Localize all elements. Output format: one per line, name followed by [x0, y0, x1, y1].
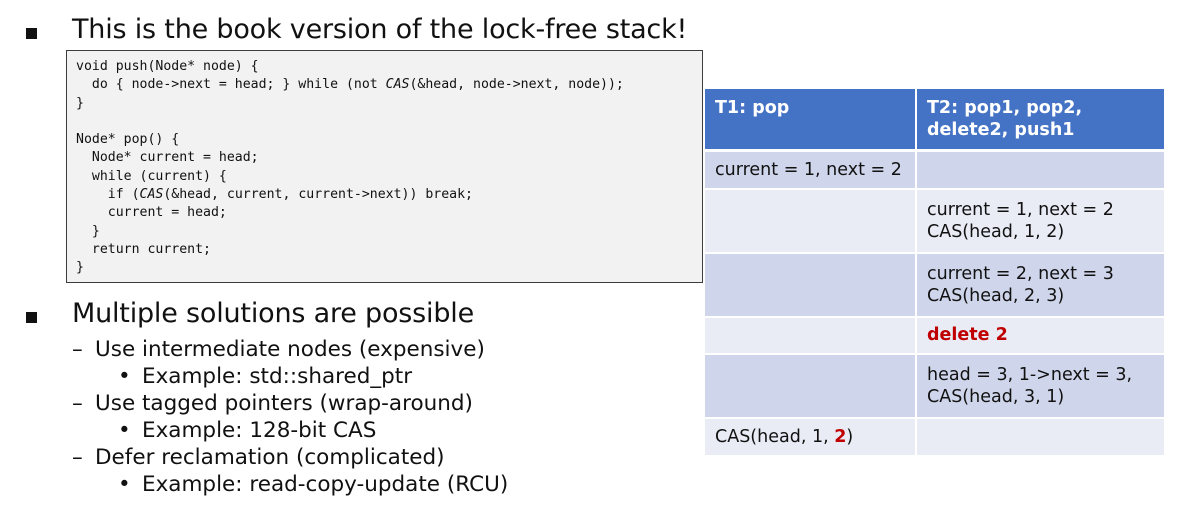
code-line-7: while (current) {	[76, 168, 227, 184]
table-row: head = 3, 1->next = 3,CAS(head, 3, 1)	[705, 353, 1166, 419]
code-line-2: do { node->next = head; } while (not CAS…	[76, 77, 624, 92]
slide-heading-book-version: This is the book version of the lock-fre…	[72, 14, 688, 45]
bullet-square-2	[26, 312, 37, 323]
cell-t1: current = 1, next = 2	[705, 150, 917, 190]
code-line-2-part-a: do { node->next = head; } while (not	[76, 77, 386, 93]
bullet-dot: •	[118, 418, 131, 443]
cas-prefix: CAS(head, 1,	[715, 426, 835, 447]
cell-line: current = 1, next = 2	[927, 199, 1114, 220]
code-line-5: Node* pop() {	[76, 132, 180, 148]
header-t2: T2: pop1, pop2, delete2, push1	[916, 89, 1166, 152]
solution-label: Use intermediate nodes (expensive)	[95, 337, 485, 362]
cell-line: head = 3, 1->next = 3,	[927, 364, 1133, 385]
slide-heading-solutions: Multiple solutions are possible	[72, 298, 474, 329]
code-cas-italic: CAS	[385, 77, 410, 93]
table-row: current = 1, next = 2	[705, 150, 1166, 190]
interleaving-table: T1: pop T2: pop1, pop2, delete2, push1 c…	[705, 89, 1166, 457]
bullet-square-1	[26, 28, 37, 39]
code-cas-italic: CAS	[139, 187, 164, 203]
cell-t2-delete: delete 2	[916, 316, 1166, 355]
table-header-row: T1: pop T2: pop1, pop2, delete2, push1	[705, 89, 1166, 152]
cell-t2	[916, 150, 1166, 190]
dash-marker: –	[72, 445, 83, 470]
cell-line: CAS(head, 1, 2)	[927, 221, 1065, 242]
code-line-2-part-c: (&head, node->next, node));	[409, 77, 624, 93]
code-block: void push(Node* node) { do { node->next …	[66, 50, 703, 283]
dash-marker: –	[72, 337, 83, 362]
cell-t1	[705, 252, 917, 318]
code-line-9: current = head;	[76, 205, 227, 221]
cell-t1: CAS(head, 1, 2)	[705, 417, 917, 457]
code-line-6: Node* current = head;	[76, 150, 259, 166]
solution-label: Defer reclamation (complicated)	[95, 445, 445, 470]
bullet-dot: •	[118, 364, 131, 389]
code-listing: void push(Node* node) { do { node->next …	[67, 51, 702, 278]
cas-suffix: )	[846, 426, 854, 447]
solution-label: Use tagged pointers (wrap-around)	[95, 391, 473, 416]
code-line-8: if (CAS(&head, current, current->next)) …	[76, 187, 473, 202]
code-line-3: }	[76, 95, 84, 111]
cell-t1	[705, 316, 917, 355]
table-row: CAS(head, 1, 2)	[705, 417, 1166, 457]
cell-t2: head = 3, 1->next = 3,CAS(head, 3, 1)	[916, 353, 1166, 419]
bullet-dot: •	[118, 472, 131, 497]
header-t1: T1: pop	[705, 89, 917, 152]
code-line-1: void push(Node* node) {	[76, 59, 259, 74]
dash-marker: –	[72, 391, 83, 416]
code-line-11: return current;	[76, 241, 211, 257]
cell-t1	[705, 353, 917, 419]
example-label: Example: 128-bit CAS	[142, 418, 377, 443]
code-line-10: }	[76, 223, 100, 239]
example-label: Example: read-copy-update (RCU)	[142, 472, 509, 497]
table-row: delete 2	[705, 316, 1166, 355]
cell-line: CAS(head, 3, 1)	[927, 386, 1065, 407]
cell-t1	[705, 188, 917, 254]
cell-t2	[916, 417, 1166, 457]
cell-line: CAS(head, 2, 3)	[927, 285, 1065, 306]
code-line-8-part-c: (&head, current, current->next)) break;	[163, 187, 474, 203]
code-line-12: }	[76, 260, 84, 276]
code-line-8-part-a: if (	[76, 187, 140, 203]
example-label: Example: std::shared_ptr	[142, 364, 413, 389]
cell-line: current = 2, next = 3	[927, 263, 1114, 284]
cas-stale-value: 2	[834, 426, 847, 447]
